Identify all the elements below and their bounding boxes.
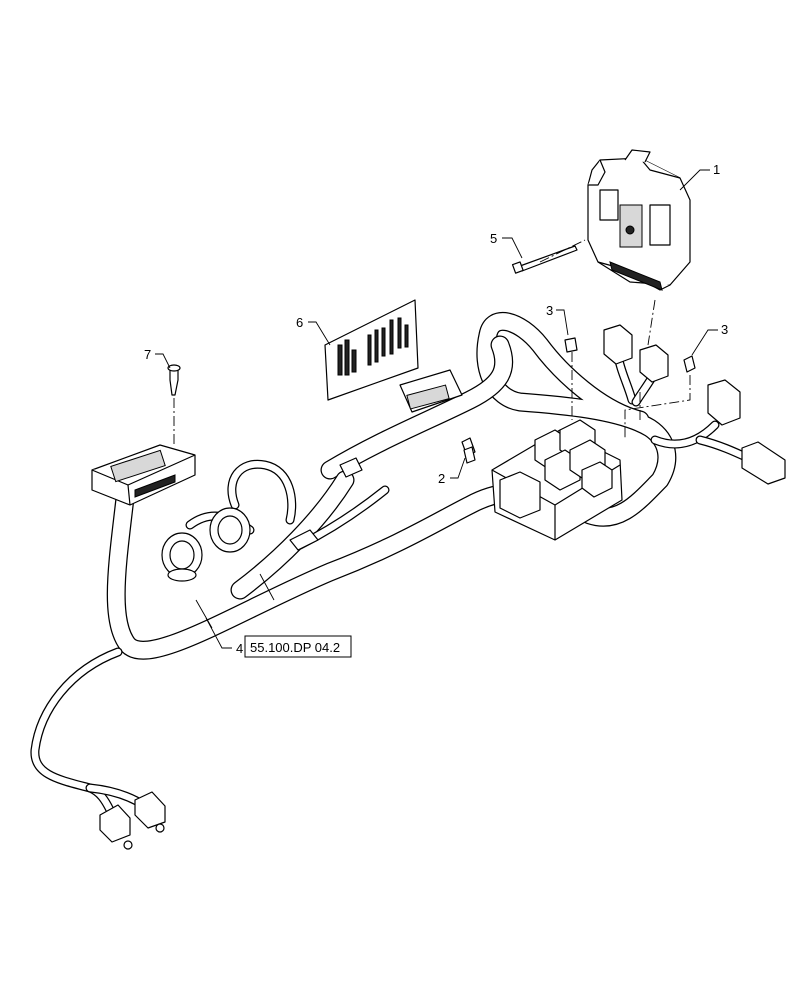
control-module <box>587 149 691 291</box>
callout-1: 1 <box>713 162 720 177</box>
screw <box>167 364 181 396</box>
callout-leaders <box>155 169 718 649</box>
panel-connector <box>91 444 196 506</box>
relay-blocks <box>534 419 613 498</box>
callout-2: 2 <box>438 471 445 486</box>
label-decal <box>324 299 419 401</box>
upper-connectors <box>603 324 669 383</box>
bolt <box>511 245 578 274</box>
center-connector <box>399 369 463 413</box>
callout-3-right: 3 <box>721 322 728 337</box>
fuse-relay-box <box>491 419 623 541</box>
clips <box>463 337 696 464</box>
callout-4: 4 <box>236 641 243 656</box>
callout-3-left: 3 <box>546 303 553 318</box>
callout-labels: 1 2 3 3 4 5 6 7 <box>144 162 728 656</box>
decal-graphic <box>337 317 409 376</box>
reference-box: 55.100.DP 04.2 <box>244 635 352 658</box>
grommets <box>161 507 251 582</box>
reference-box-text: 55.100.DP 04.2 <box>250 640 340 655</box>
callout-5: 5 <box>490 231 497 246</box>
lower-connectors <box>99 791 166 850</box>
right-connector <box>707 379 786 485</box>
alignment-lines <box>173 239 691 445</box>
callout-6: 6 <box>296 315 303 330</box>
callout-7: 7 <box>144 347 151 362</box>
